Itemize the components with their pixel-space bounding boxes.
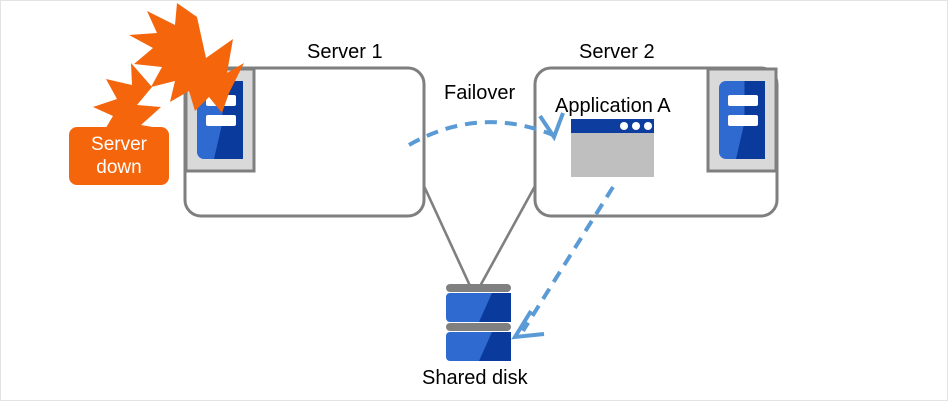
shared-disk-label: Shared disk bbox=[422, 367, 528, 389]
server-2-label: Server 2 bbox=[579, 41, 655, 63]
failover-label: Failover bbox=[444, 82, 516, 104]
disk-stack-icon bbox=[446, 284, 511, 361]
server-1-label: Server 1 bbox=[307, 41, 383, 63]
server-tower-icon-2 bbox=[706, 67, 778, 173]
lightning-burst-icon bbox=[93, 3, 244, 173]
application-window-icon bbox=[571, 119, 654, 177]
connector-server1-to-disk bbox=[422, 185, 473, 289]
server-down-badge: Server down bbox=[69, 127, 169, 185]
connector-server2-to-disk bbox=[477, 185, 537, 289]
server-down-badge-line-2: down bbox=[96, 157, 142, 178]
server-down-badge-line-1: Server bbox=[91, 133, 147, 155]
application-a-label: Application A bbox=[555, 95, 671, 117]
failover-dashed-arrow bbox=[408, 112, 565, 147]
application-to-disk-dashed-arrow bbox=[511, 185, 615, 340]
